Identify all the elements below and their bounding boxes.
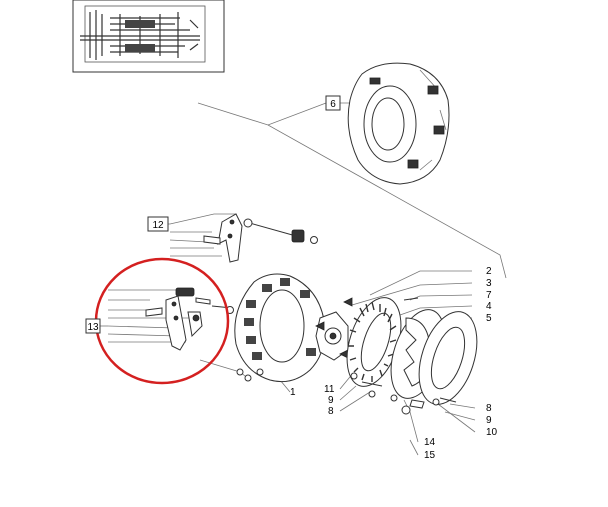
callout-12[interactable]: 12	[147, 216, 169, 232]
callout-5[interactable]: 5	[486, 313, 492, 324]
pressure-plate-housing[interactable]	[347, 62, 450, 185]
callout-7[interactable]: 7	[486, 290, 492, 301]
callout-11[interactable]: 11	[324, 384, 335, 395]
release-lever-assembly-upper[interactable]	[203, 213, 318, 263]
svg-text:12: 12	[152, 220, 164, 231]
spring-lower	[175, 287, 195, 297]
callout-8-right[interactable]: 8	[486, 403, 492, 414]
callout-14[interactable]: 14	[424, 437, 436, 448]
svg-text:13: 13	[87, 322, 99, 333]
callout-8-left[interactable]: 8	[328, 406, 334, 417]
svg-text:6: 6	[330, 99, 336, 110]
callout-2[interactable]: 2	[486, 266, 492, 277]
callout-1[interactable]: 1	[290, 387, 296, 398]
hardware-fasteners[interactable]	[350, 297, 457, 415]
callout-9-right[interactable]: 9	[486, 415, 492, 426]
friction-disc[interactable]	[337, 291, 411, 393]
clutch-drum[interactable]	[234, 273, 326, 383]
release-lever-assembly-lower[interactable]	[145, 287, 234, 351]
callout-13[interactable]: 13	[85, 318, 101, 334]
outer-plate[interactable]	[408, 304, 487, 411]
callout-6[interactable]: 6	[325, 95, 341, 111]
overview-thumbnail[interactable]	[72, 0, 225, 73]
callout-10[interactable]: 10	[486, 427, 498, 438]
spring-upper	[291, 229, 305, 243]
callout-15[interactable]: 15	[424, 450, 436, 461]
callout-9-left[interactable]: 9	[328, 395, 334, 406]
highlight-circle	[94, 257, 230, 385]
callout-4[interactable]: 4	[486, 301, 492, 312]
clutch-hub[interactable]	[315, 297, 353, 361]
callout-3[interactable]: 3	[486, 278, 492, 289]
